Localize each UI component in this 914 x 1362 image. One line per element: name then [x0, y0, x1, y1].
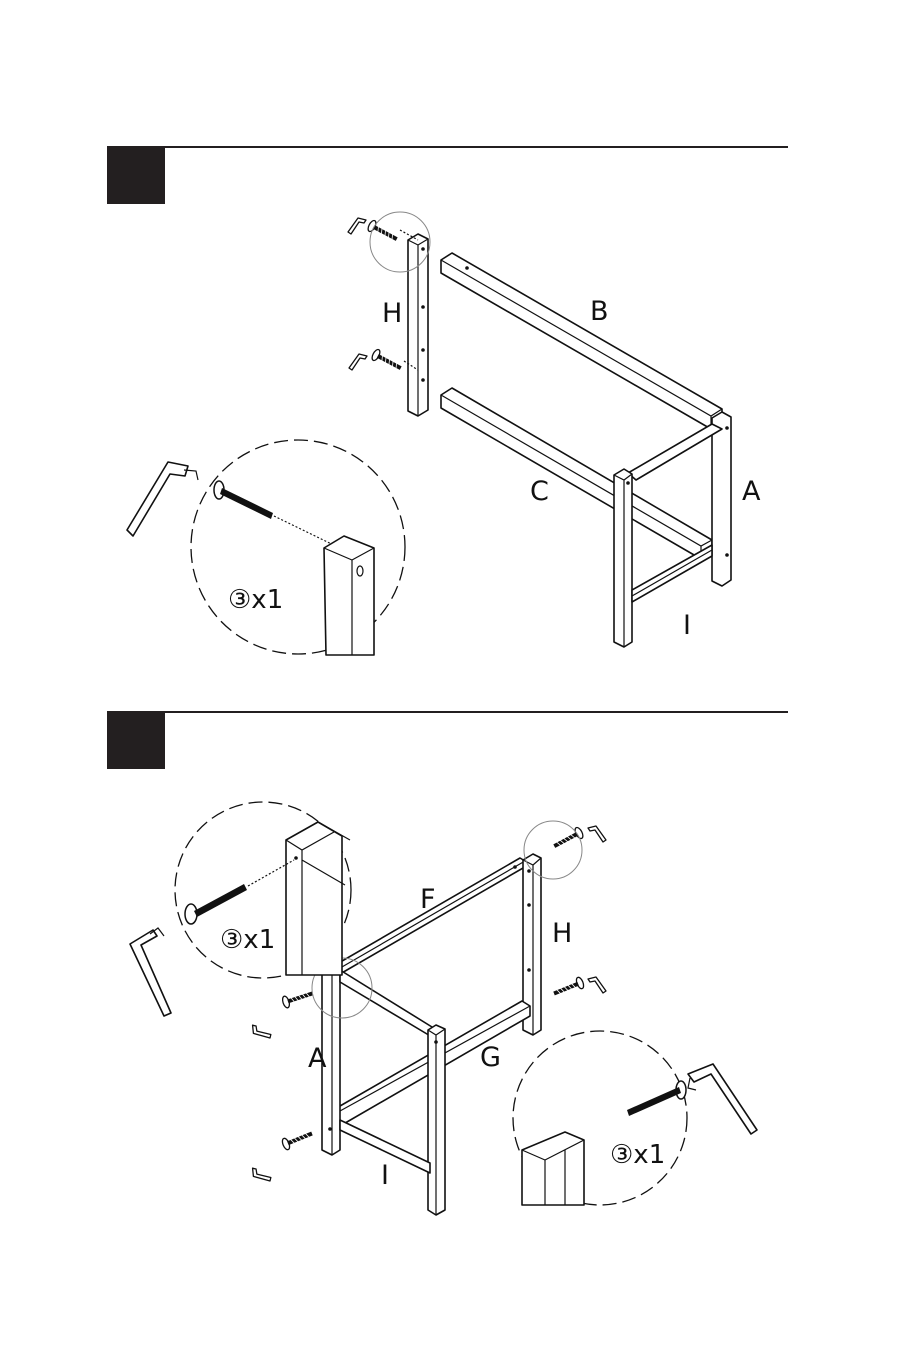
- allen-key-icon: [588, 826, 606, 842]
- bolt-icon: [552, 976, 585, 999]
- part-label-i: I: [683, 610, 691, 641]
- step2-diagram: ③x1 ③x1 F H A G I: [130, 802, 757, 1215]
- part-label-a: A: [742, 476, 761, 507]
- bolt-icon: [281, 988, 314, 1009]
- part-label-h: H: [382, 298, 402, 329]
- step1-diagram: ③x1 H B C A I: [127, 212, 761, 655]
- rail-c: [441, 388, 712, 559]
- detail-quantity-left: ③x1: [220, 925, 275, 955]
- allen-key-icon: [688, 1064, 757, 1134]
- rail-b: [441, 253, 722, 429]
- bolt-icon: [281, 1128, 314, 1151]
- allen-key-icon: [251, 1163, 272, 1185]
- part-label-c: C: [530, 476, 549, 507]
- allen-key-icon: [130, 928, 171, 1016]
- part-label-g: G: [480, 1042, 501, 1073]
- detail-quantity: ③x1: [228, 585, 283, 615]
- bolt-icon: [371, 348, 404, 373]
- detail-quantity-right: ③x1: [610, 1140, 665, 1170]
- allen-key-icon: [588, 977, 606, 993]
- callout-circle: [524, 821, 582, 879]
- bolt-icon: [627, 1081, 686, 1116]
- detail-callout-step2-right: ③x1: [513, 1031, 757, 1205]
- detail-callout-step2-left: ③x1: [130, 802, 351, 1016]
- part-label-b: B: [590, 296, 609, 327]
- allen-key-icon: [349, 354, 367, 370]
- leg-h: [408, 234, 428, 416]
- allen-key-icon: [251, 1020, 272, 1042]
- bolt-icon: [185, 860, 294, 924]
- part-label-a: A: [308, 1043, 327, 1074]
- rail-f: [330, 858, 530, 974]
- allen-key-icon: [127, 462, 198, 536]
- part-label-f: F: [420, 884, 436, 915]
- part-label-i: I: [381, 1160, 389, 1191]
- bolt-icon: [214, 481, 350, 553]
- detail-callout-step1: ③x1: [127, 440, 405, 655]
- part-label-h: H: [552, 918, 572, 949]
- allen-key-icon: [348, 218, 366, 234]
